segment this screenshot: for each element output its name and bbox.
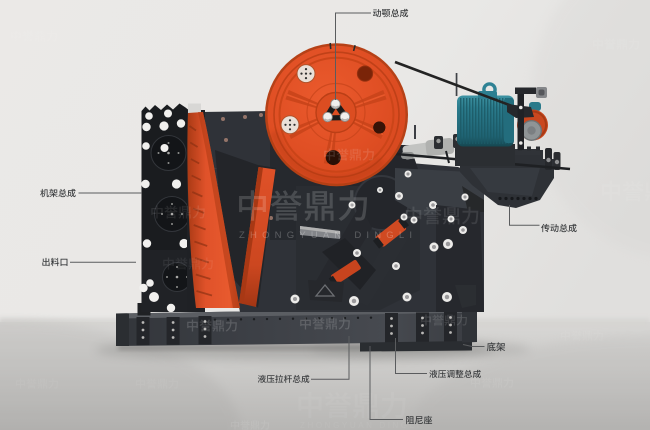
svg-text:ZHONGYUAN DINGLI: ZHONGYUAN DINGLI	[300, 421, 422, 430]
svg-text:ZHONGYUAN DINGLI: ZHONGYUAN DINGLI	[239, 230, 417, 241]
